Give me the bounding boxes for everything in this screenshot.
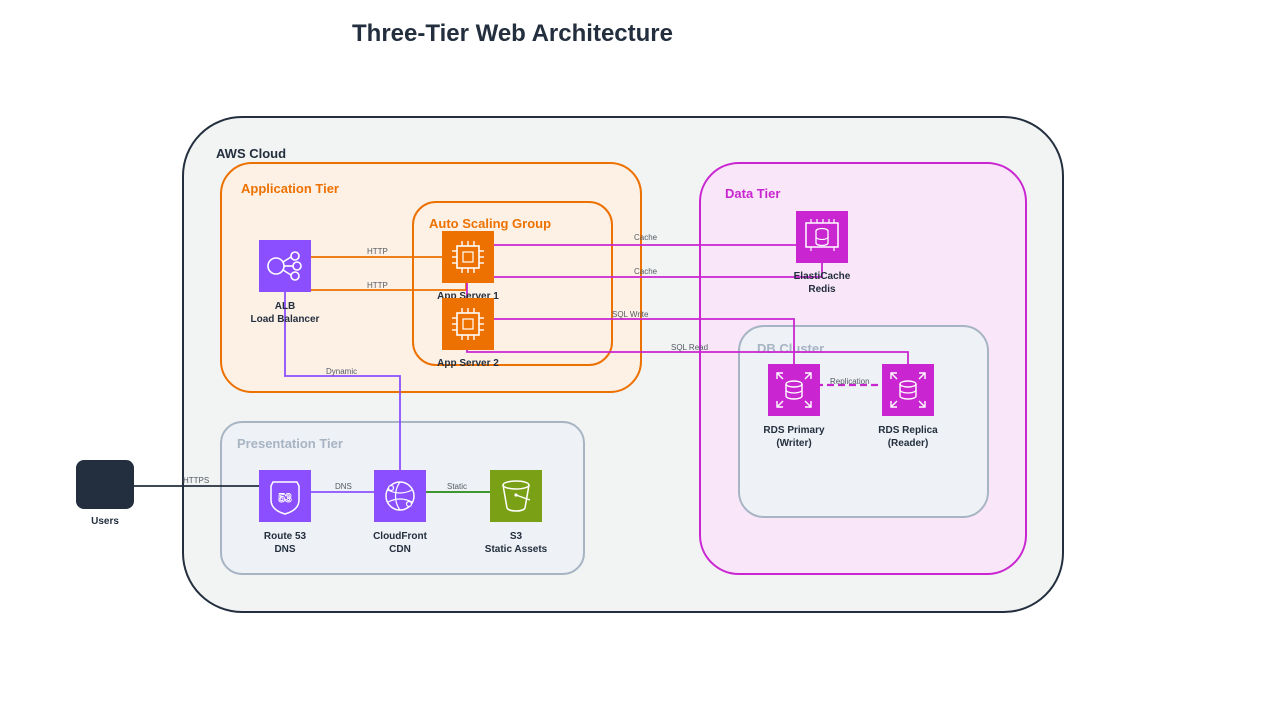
alb-node[interactable] bbox=[259, 240, 311, 292]
db-cluster-group bbox=[738, 325, 989, 518]
edge-cloudfront-alb bbox=[284, 258, 401, 486]
elasticache-icon bbox=[805, 219, 839, 251]
route53-label: Route 53 DNS bbox=[263, 531, 307, 555]
edge-app-primary bbox=[467, 318, 795, 390]
cloudfront-node[interactable] bbox=[374, 470, 426, 522]
route53-node[interactable]: 53 bbox=[259, 470, 311, 522]
svg-text:53: 53 bbox=[278, 491, 292, 505]
application-tier-label: Application Tier bbox=[241, 181, 339, 196]
edge-label-http-1: HTTP bbox=[367, 247, 388, 256]
presentation-tier-label: Presentation Tier bbox=[237, 436, 343, 451]
edge-label-sql-read: SQL Read bbox=[671, 343, 709, 352]
cloudfront-icon bbox=[385, 481, 415, 511]
s3-label: S3 Static Assets bbox=[484, 531, 548, 555]
edge-label-http-2: HTTP bbox=[367, 281, 388, 290]
app-server-1-label: App Server 1 bbox=[437, 291, 499, 302]
app-server-2-node[interactable] bbox=[442, 298, 494, 350]
users-node[interactable] bbox=[76, 460, 134, 509]
rds-replica-node[interactable] bbox=[882, 364, 934, 416]
edge-label-cache-2: Cache bbox=[634, 267, 658, 276]
cloudfront-label: CloudFront CDN bbox=[373, 531, 427, 555]
edge-label-sql-write: SQL Write bbox=[612, 310, 649, 319]
ec2-instance-icon bbox=[452, 241, 484, 273]
load-balancer-icon bbox=[267, 251, 302, 281]
aws-cloud-label: AWS Cloud bbox=[216, 146, 287, 161]
edge-label-static: Static bbox=[447, 482, 468, 491]
auto-scaling-group-label: Auto Scaling Group bbox=[429, 216, 552, 231]
s3-node[interactable] bbox=[490, 470, 542, 522]
edge-label-cache-1: Cache bbox=[634, 233, 658, 242]
rds-icon bbox=[890, 372, 926, 408]
route53-icon: 53 bbox=[270, 481, 300, 515]
edge-label-replication: Replication bbox=[830, 377, 870, 386]
rds-primary-label: RDS Primary (Writer) bbox=[763, 425, 825, 449]
users-label: Users bbox=[91, 516, 119, 527]
ec2-instance-icon bbox=[452, 308, 484, 340]
edge-label-dynamic: Dynamic bbox=[326, 367, 358, 376]
app-server-1-node[interactable] bbox=[442, 231, 494, 283]
edge-label-https: HTTPS bbox=[183, 476, 210, 485]
data-tier-label: Data Tier bbox=[725, 186, 781, 201]
elasticache-node[interactable] bbox=[796, 211, 848, 263]
app-server-2-label: App Server 2 bbox=[437, 358, 499, 369]
diagram-title: Three-Tier Web Architecture bbox=[352, 20, 673, 47]
elasticache-label: ElastiCache Redis bbox=[793, 271, 851, 295]
rds-icon bbox=[776, 372, 812, 408]
alb-label: ALB Load Balancer bbox=[250, 301, 320, 325]
rds-primary-node[interactable] bbox=[768, 364, 820, 416]
edge-label-dns: DNS bbox=[335, 482, 352, 491]
s3-bucket-icon bbox=[502, 480, 531, 512]
rds-replica-label: RDS Replica (Reader) bbox=[878, 425, 938, 449]
